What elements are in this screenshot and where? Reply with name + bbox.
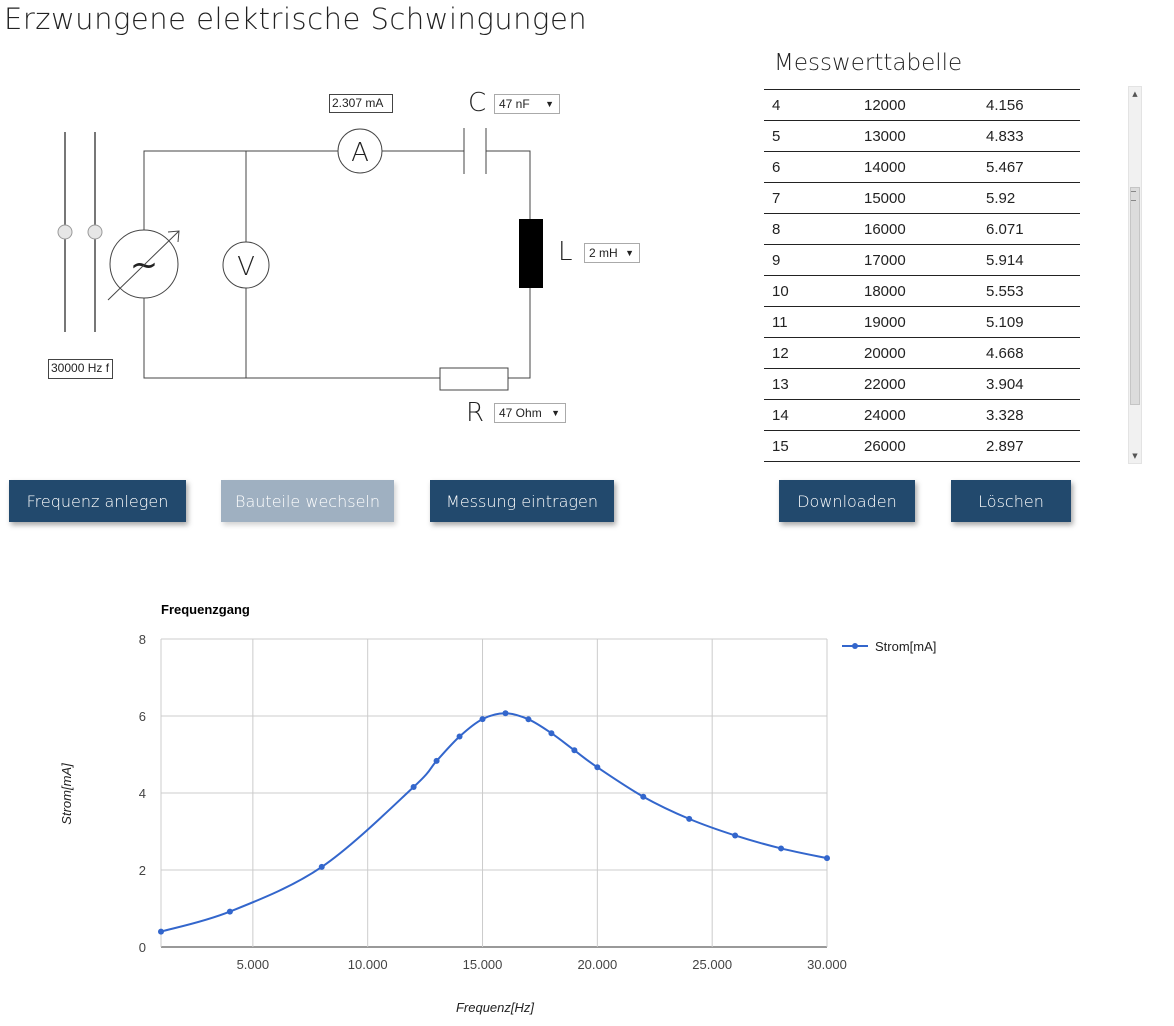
data-point: [594, 764, 601, 771]
swap-components-button[interactable]: Bauteile wechseln: [221, 480, 394, 522]
x-tick-label: 10.000: [348, 957, 388, 972]
inductor-select-value: 2 mH: [589, 246, 618, 260]
capacitor-select-value: 47 nF: [499, 97, 530, 111]
data-point: [479, 716, 486, 723]
page-title: Erzwungene elektrische Schwingungen: [4, 2, 588, 36]
data-point: [732, 832, 739, 839]
source-arrow: [107, 230, 180, 301]
data-point: [548, 730, 555, 737]
data-point: [686, 815, 693, 822]
table-scrollbar[interactable]: ▲ ▼: [1128, 86, 1142, 464]
data-point: [571, 747, 578, 754]
x-tick-label: 5.000: [237, 957, 270, 972]
chevron-down-icon: ▼: [625, 248, 634, 258]
wire-right-low: [508, 288, 531, 379]
data-point: [158, 928, 164, 935]
data-point: [226, 908, 233, 915]
x-tick-label: 15.000: [463, 957, 503, 972]
clear-button[interactable]: Löschen: [951, 480, 1071, 522]
resistor-select-value: 47 Ohm: [499, 406, 542, 420]
voltmeter-symbol: V: [237, 252, 255, 282]
capacitor-select[interactable]: 47 nF ▼: [494, 94, 560, 114]
data-point: [410, 783, 417, 790]
chevron-down-icon: ▼: [545, 99, 554, 109]
inductor-icon: [519, 219, 543, 288]
wire-top: [143, 150, 338, 230]
chevron-down-icon: ▼: [551, 408, 560, 418]
data-point: [640, 793, 647, 800]
ammeter-symbol: A: [351, 138, 369, 168]
chart-grid: [160, 638, 828, 948]
data-point: [318, 863, 325, 870]
x-axis-label: Frequenz[Hz]: [456, 1000, 534, 1015]
scrollbar-thumb[interactable]: [1130, 187, 1140, 405]
scroll-down-icon[interactable]: ▼: [1132, 452, 1138, 460]
table-title: Messwerttabelle: [774, 50, 963, 76]
record-measurement-button[interactable]: Messung eintragen: [430, 480, 614, 522]
chart-title: Frequenzgang: [161, 602, 250, 617]
grip-icon: [1131, 191, 1136, 201]
scroll-up-icon[interactable]: ▲: [1132, 90, 1138, 98]
x-tick-label: 25.000: [692, 957, 732, 972]
inductor-letter: L: [558, 237, 573, 267]
inductor-select[interactable]: 2 mH ▼: [584, 243, 640, 263]
voltmeter-icon: [222, 241, 270, 289]
y-axis-label: Strom[mA]: [59, 763, 74, 825]
frequency-response-chart: Frequenzgang 0 2 4 6 8 5.000 10.000 15.000 20.00…: [59, 602, 936, 1015]
capacitor-letter: C: [468, 88, 487, 118]
series-points: [158, 710, 830, 935]
chart-ticks: 0 2 4 6 8 5.000 10.000 15.000 20.000 25.000 30.000: [139, 632, 847, 972]
ammeter-icon: [337, 128, 383, 174]
legend-label: Strom[mA]: [875, 639, 936, 654]
slider-knob-left[interactable]: [57, 224, 73, 240]
wire-right: [486, 150, 531, 219]
data-point: [824, 855, 830, 862]
circuit-diagram: ~ V A: [57, 128, 543, 391]
x-tick-label: 30.000: [807, 957, 847, 972]
resistor-letter: R: [466, 398, 485, 428]
resistor-select[interactable]: 47 Ohm ▼: [494, 403, 566, 423]
data-point: [525, 716, 532, 723]
apply-frequency-button[interactable]: Frequenz anlegen: [9, 480, 186, 522]
y-tick-label: 6: [139, 709, 146, 724]
data-point: [433, 757, 440, 764]
data-point: [502, 710, 509, 717]
y-tick-label: 4: [139, 786, 146, 801]
y-tick-label: 0: [139, 940, 146, 955]
resistor-icon: [439, 367, 509, 391]
data-point: [778, 845, 785, 852]
ammeter-reading: 2.307 mA: [329, 94, 393, 113]
download-button[interactable]: Downloaden: [779, 480, 915, 522]
data-point: [456, 733, 463, 740]
legend: Strom[mA]: [842, 639, 936, 654]
x-tick-label: 20.000: [577, 957, 617, 972]
wire-bottom: [143, 298, 440, 379]
legend-marker-icon: [852, 643, 858, 649]
y-tick-label: 8: [139, 632, 146, 647]
slider-knob-right[interactable]: [87, 224, 103, 240]
series-line-strom: [160, 712, 828, 933]
y-tick-label: 2: [139, 863, 146, 878]
frequency-input[interactable]: 30000 Hz f: [48, 359, 113, 379]
source-arrow-head: [167, 230, 180, 243]
